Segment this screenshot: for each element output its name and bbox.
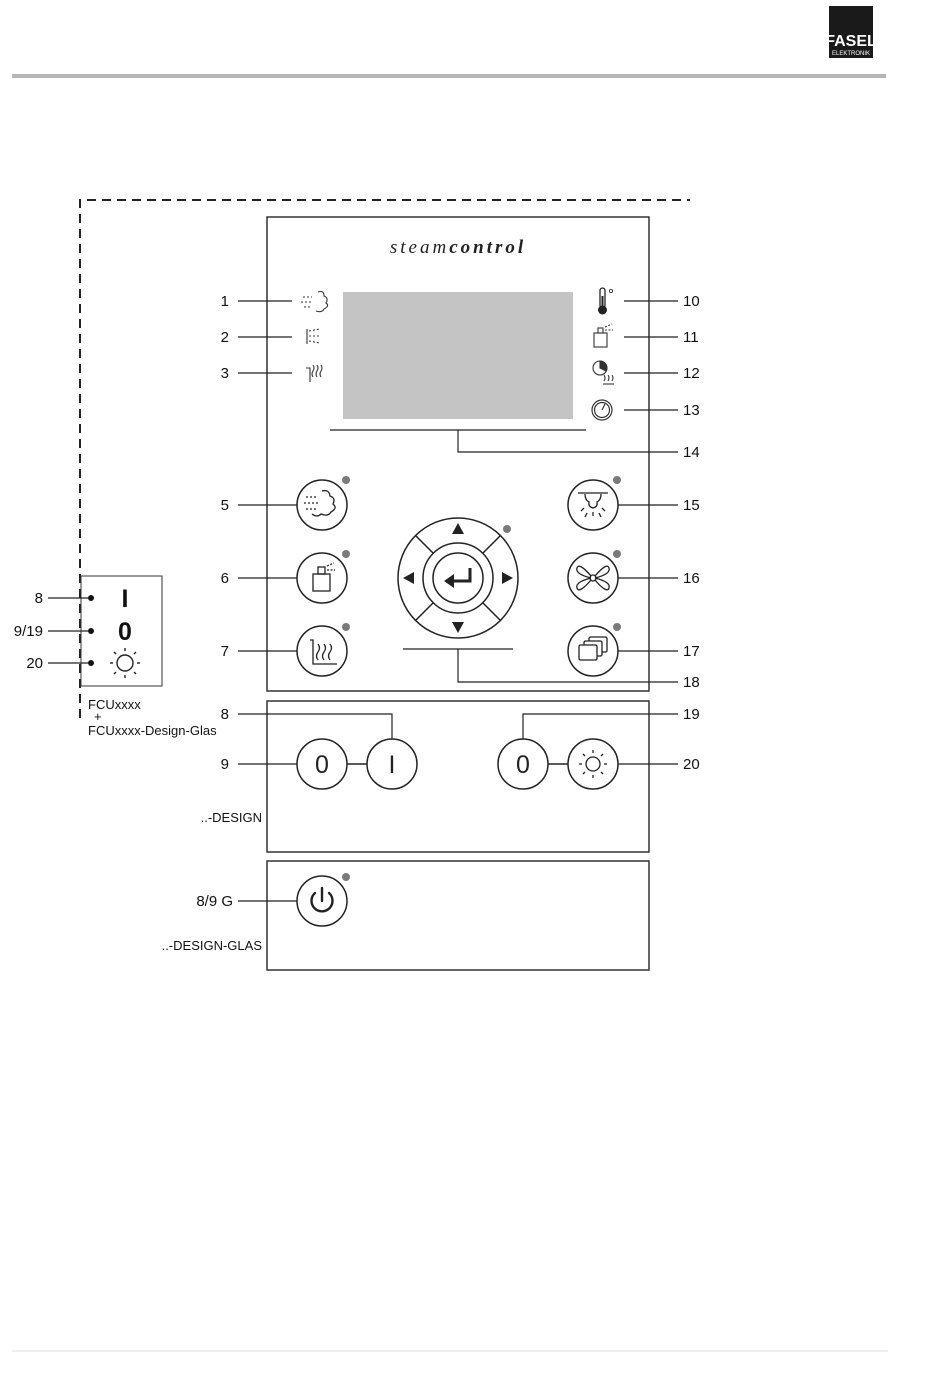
design-callout-20: 20: [683, 756, 700, 773]
light-led: [613, 476, 621, 484]
fan-button[interactable]: [568, 553, 618, 603]
callout-3: 3: [221, 365, 229, 382]
glas-caption: ..-DESIGN-GLAS: [162, 938, 263, 953]
callout-6: 6: [221, 570, 229, 587]
lcd-display: [343, 292, 573, 419]
design-light-on-button[interactable]: [568, 739, 618, 789]
light-button[interactable]: [568, 480, 618, 530]
callout-2: 2: [221, 329, 229, 346]
heater-led: [342, 623, 350, 631]
program-led: [613, 623, 621, 631]
design-callout-9: 9: [221, 756, 229, 773]
steam-button[interactable]: [297, 480, 347, 530]
logo-text: FASEL: [825, 33, 877, 50]
callout-16: 16: [683, 570, 700, 587]
fragrance-button[interactable]: [297, 553, 347, 603]
power-led: [342, 873, 350, 881]
heater-button[interactable]: [297, 626, 347, 676]
callout-15: 15: [683, 497, 700, 514]
switch-callout-8: 8: [35, 590, 43, 607]
design-off-glyph: 0: [315, 751, 329, 779]
fragrance-led: [342, 550, 350, 558]
callout-1: 1: [221, 293, 229, 310]
fasel-logo: FASEL ELEKTRONIK: [825, 6, 877, 58]
switch-off-glyph: 0: [118, 618, 132, 646]
switch-callout-20: 20: [26, 655, 43, 672]
callout-18: 18: [683, 674, 700, 691]
switch-dot-light: [88, 660, 94, 666]
switch-on-glyph: I: [122, 585, 129, 613]
design-light-off-glyph: 0: [516, 751, 530, 779]
enter-button[interactable]: [433, 553, 483, 603]
brand-name: steamcontrol: [390, 237, 526, 258]
design-off-button[interactable]: 0: [297, 739, 347, 789]
design-on-glyph: I: [389, 751, 396, 779]
callout-7: 7: [221, 643, 229, 660]
callout-13: 13: [683, 402, 700, 419]
design-callout-19: 19: [683, 706, 700, 723]
callout-11: 11: [683, 329, 699, 346]
callout-12: 12: [683, 365, 700, 382]
callout-5: 5: [221, 497, 229, 514]
power-button[interactable]: [297, 876, 347, 926]
nav-led: [503, 525, 511, 533]
callout-17: 17: [683, 643, 700, 660]
switch-caption-2: +: [94, 709, 102, 724]
fan-led: [613, 550, 621, 558]
callout-14: 14: [683, 444, 700, 461]
timer-status-icon: [592, 400, 612, 420]
design-light-off-button[interactable]: 0: [498, 739, 548, 789]
header-rule: [12, 74, 886, 78]
callout-10: 10: [683, 293, 700, 310]
logo-subtext: ELEKTRONIK: [832, 51, 870, 57]
design-caption: ..-DESIGN: [201, 810, 262, 825]
switch-caption-3: FCUxxxx-Design-Glas: [88, 723, 217, 738]
design-callout-8: 8: [221, 706, 229, 723]
design-on-button[interactable]: I: [367, 739, 417, 789]
switch-dot-off: [88, 628, 94, 634]
switch-callout-9-19: 9/19: [14, 623, 43, 640]
glas-callout-8-9g: 8/9 G: [196, 893, 233, 910]
switch-dot-on: [88, 595, 94, 601]
steam-led: [342, 476, 350, 484]
program-button[interactable]: [568, 626, 618, 676]
